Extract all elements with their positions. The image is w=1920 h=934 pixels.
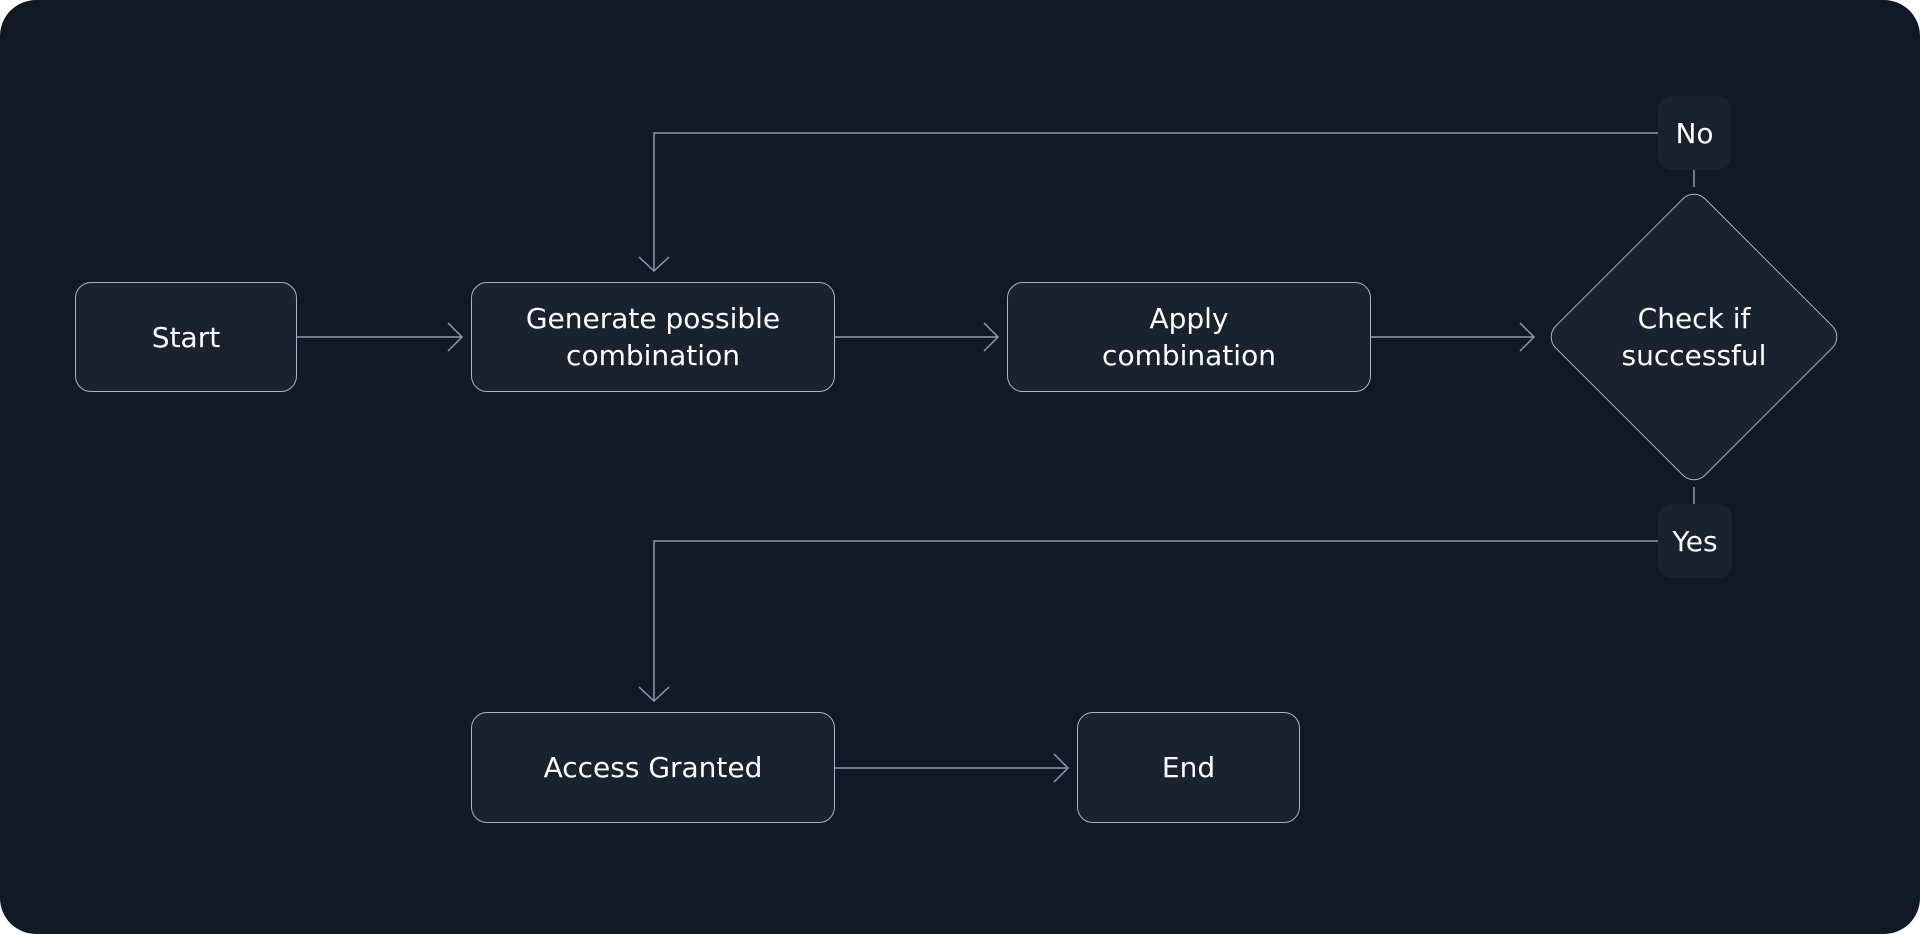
arrowhead-check-left (1519, 322, 1536, 352)
arrowhead-generate-top (638, 256, 670, 273)
edge-no-loop-to-generate (653, 132, 1658, 270)
edge-label-no: No (1658, 96, 1731, 170)
node-start[interactable]: Start (75, 282, 297, 392)
node-apply-combination[interactable]: Apply combination (1007, 282, 1371, 392)
edge-label-yes-text: Yes (1672, 524, 1718, 558)
edge-label-no-text: No (1675, 116, 1714, 150)
node-end-label: End (1161, 751, 1216, 784)
node-check-label-wrap: Check if successful (1594, 287, 1794, 387)
edge-label-yes: Yes (1658, 504, 1732, 578)
arrowhead-end-left (1053, 753, 1070, 783)
node-apply-label: Apply combination (1102, 302, 1276, 372)
node-check-label: Check if successful (1621, 302, 1767, 372)
node-generate-combination[interactable]: Generate possible combination (471, 282, 835, 392)
node-generate-label: Generate possible combination (525, 302, 781, 372)
arrowhead-access-top (638, 686, 670, 703)
edge-yes-to-access (653, 540, 1658, 700)
node-access-granted[interactable]: Access Granted (471, 712, 835, 823)
node-access-label: Access Granted (543, 751, 763, 784)
node-end[interactable]: End (1077, 712, 1300, 823)
arrowhead-apply-left (983, 322, 1000, 352)
arrowhead-generate-left (447, 322, 464, 352)
node-start-label: Start (151, 320, 221, 354)
